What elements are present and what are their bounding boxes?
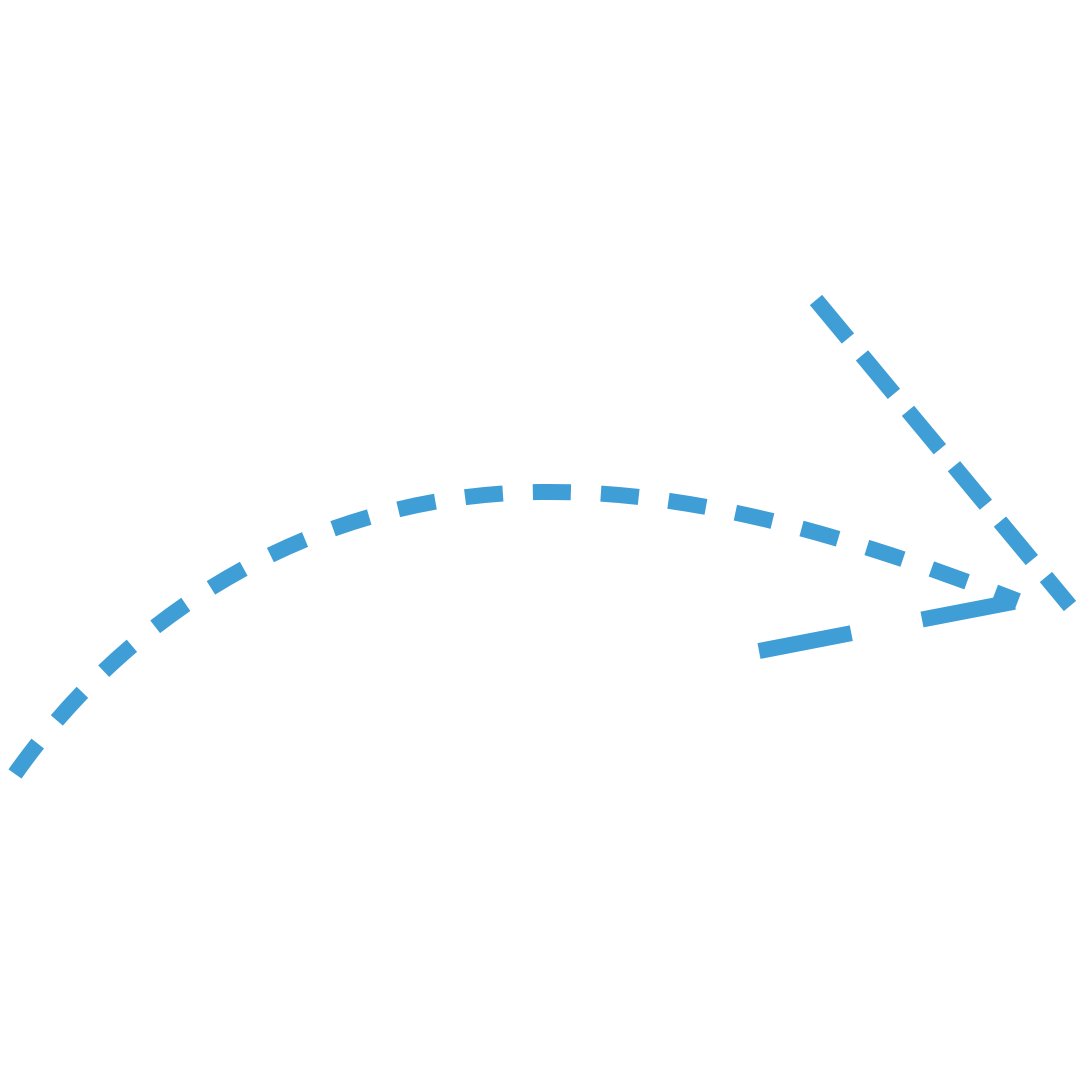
arrow-upper-diagonal — [809, 294, 1077, 612]
arrowhead-lower-wing — [757, 593, 1020, 659]
arrow-shaft-curve — [8, 483, 1021, 779]
